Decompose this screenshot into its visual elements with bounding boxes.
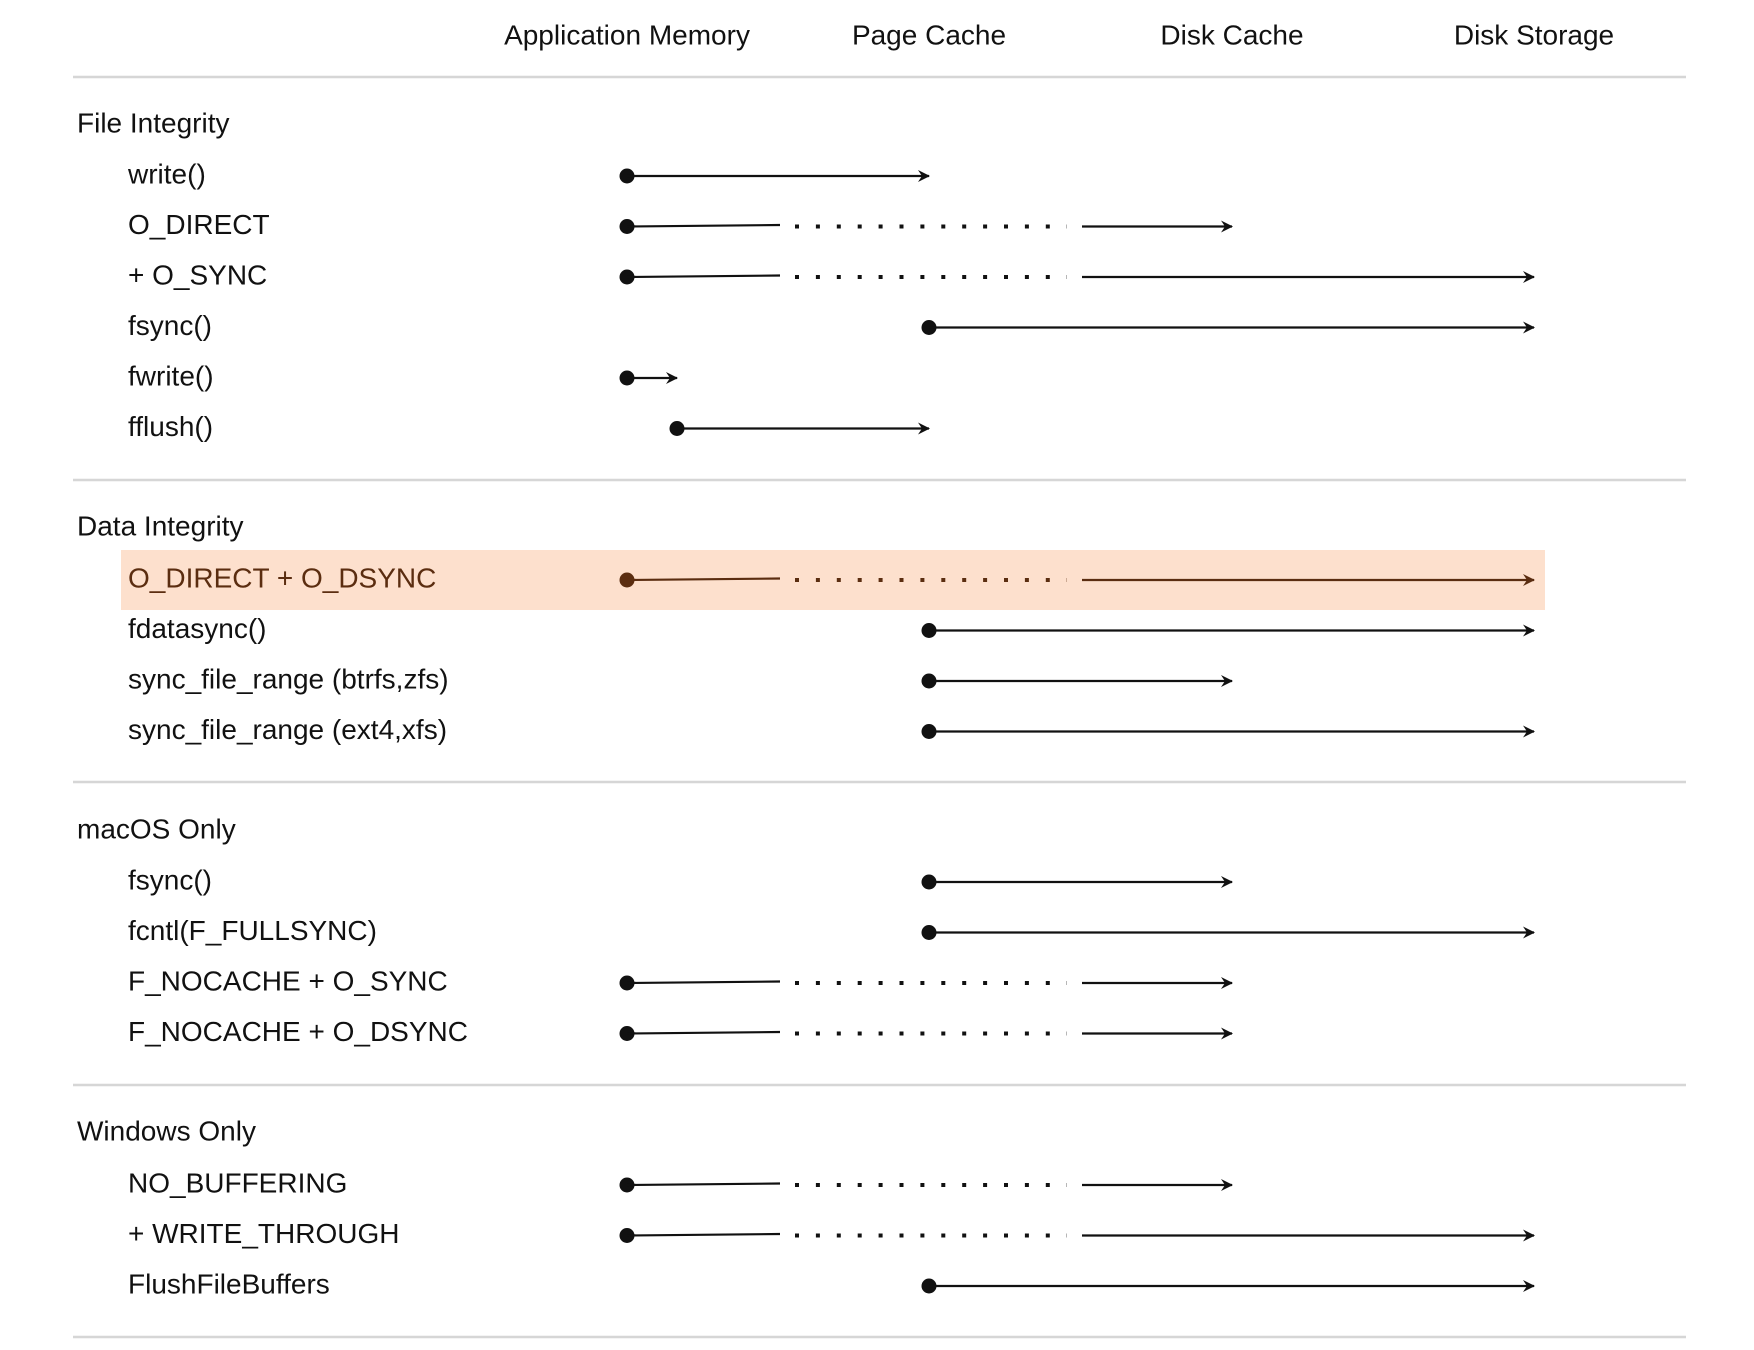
- flow-row: fsync(): [128, 864, 1233, 895]
- section-macos-only: macOS Only fsync() fcntl(F_FULLSYNC) F_NOCA…: [77, 813, 1535, 1047]
- flow-row: fsync(): [128, 310, 1535, 341]
- flow-row: O_DIRECT: [128, 209, 1233, 240]
- row-label: O_DIRECT: [128, 209, 270, 240]
- row-label: FlushFileBuffers: [128, 1268, 330, 1299]
- column-header-page-cache: Page Cache: [852, 19, 1006, 50]
- flow-row: fflush(): [128, 411, 930, 442]
- flow-row: fwrite(): [128, 360, 678, 391]
- flow-line: [626, 1232, 781, 1237]
- flow-row: + O_SYNC: [128, 259, 1535, 290]
- flow-line: [626, 980, 781, 985]
- section-title: Data Integrity: [77, 510, 244, 541]
- flow-line: [626, 1182, 781, 1187]
- flow-row: sync_file_range (btrfs,zfs): [128, 663, 1233, 694]
- flow-row: fdatasync(): [128, 613, 1535, 644]
- row-label: NO_BUFFERING: [128, 1167, 347, 1198]
- flow-row: fcntl(F_FULLSYNC): [128, 915, 1535, 946]
- section-title: macOS Only: [77, 813, 236, 844]
- section-file-integrity: File Integrity write() O_DIRECT + O_SYNCfsy…: [77, 107, 1535, 442]
- flow-row: sync_file_range (ext4,xfs): [128, 714, 1535, 745]
- flow-row: + WRITE_THROUGH: [128, 1218, 1535, 1249]
- row-label: sync_file_range (ext4,xfs): [128, 714, 447, 745]
- row-label: fflush(): [128, 411, 213, 442]
- row-label: O_DIRECT + O_DSYNC: [128, 562, 436, 593]
- column-header-disk-storage: Disk Storage: [1454, 19, 1614, 50]
- flow-line: [626, 274, 781, 279]
- row-label: fdatasync(): [128, 613, 267, 644]
- flow-row: NO_BUFFERING: [128, 1167, 1233, 1198]
- column-header-disk-cache: Disk Cache: [1160, 19, 1303, 50]
- row-label: fsync(): [128, 864, 212, 895]
- flow-row: F_NOCACHE + O_SYNC: [128, 965, 1233, 996]
- flow-line: [626, 223, 781, 228]
- diagram-body: File Integrity write() O_DIRECT + O_SYNCfsy…: [73, 75, 1686, 1339]
- flow-line: [626, 577, 781, 582]
- row-label: write(): [127, 158, 206, 189]
- flow-row: F_NOCACHE + O_DSYNC: [128, 1016, 1233, 1047]
- row-label: + O_SYNC: [128, 259, 267, 290]
- flow-row: write(): [127, 158, 930, 189]
- row-label: F_NOCACHE + O_SYNC: [128, 965, 448, 996]
- highlighted-row: O_DIRECT + O_DSYNC: [121, 550, 1545, 610]
- flow-line: [626, 1030, 781, 1035]
- section-title: Windows Only: [77, 1115, 256, 1146]
- row-label: + WRITE_THROUGH: [128, 1218, 399, 1249]
- flow-row: FlushFileBuffers: [128, 1268, 1535, 1299]
- row-label: sync_file_range (btrfs,zfs): [128, 663, 449, 694]
- row-label: fsync(): [128, 310, 212, 341]
- section-title: File Integrity: [77, 107, 230, 138]
- row-label: fwrite(): [128, 360, 214, 391]
- column-header-application-memory: Application Memory: [504, 19, 750, 50]
- row-label: fcntl(F_FULLSYNC): [128, 915, 377, 946]
- column-headers: Application Memory Page Cache Disk Cache Di…: [504, 19, 1614, 50]
- row-label: F_NOCACHE + O_DSYNC: [128, 1016, 468, 1047]
